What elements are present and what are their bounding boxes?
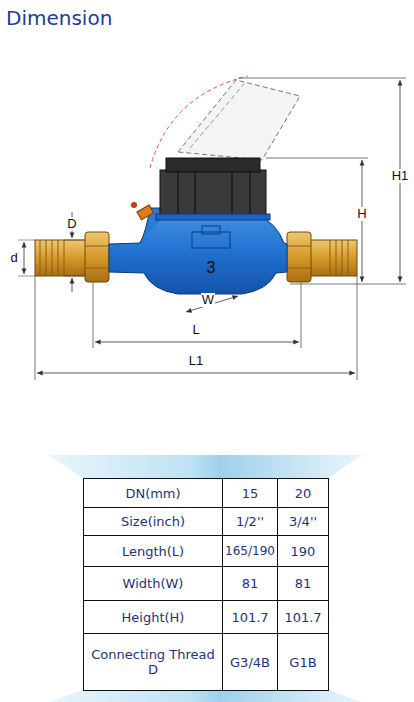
- table-cell: 20: [295, 486, 312, 501]
- dimension-label: D: [66, 217, 77, 231]
- table-cell: 3/4'': [289, 514, 317, 529]
- table-cell-box: 81: [223, 567, 277, 600]
- table-cell-box: 3/4'': [278, 508, 328, 535]
- table-cell: Width(W): [123, 576, 184, 591]
- table-cell-box: Height(H): [84, 601, 222, 633]
- table-cell-box: 101.7: [223, 601, 277, 633]
- table-cell: 1/2'': [236, 514, 264, 529]
- table-cell: DN(mm): [125, 486, 180, 501]
- table-cell: G1B: [289, 655, 316, 670]
- table-cell: 101.7: [231, 610, 268, 625]
- dimension-label: L1: [188, 354, 204, 368]
- table-cell-box: Length(L): [84, 536, 222, 566]
- table-cell: Height(H): [122, 610, 185, 625]
- table-cell: 101.7: [284, 610, 321, 625]
- table-cell-box: 190: [278, 536, 328, 566]
- table-cell: Size(inch): [121, 514, 185, 529]
- table-cell: 190: [291, 544, 316, 559]
- table-cell-box: 101.7: [278, 601, 328, 633]
- table-cell-box: 81: [278, 567, 328, 600]
- table-cell: 15: [242, 486, 259, 501]
- table-cell-box: DN(mm): [84, 479, 222, 507]
- table-cell-box: G3/4B: [223, 634, 277, 690]
- table-cell-box: 1/2'': [223, 508, 277, 535]
- table-cell-box: Connecting Thread D: [84, 634, 222, 690]
- dimension-label: W: [201, 293, 215, 307]
- dimension-label: H: [356, 207, 367, 221]
- table-cell-box: 165/190: [223, 536, 277, 566]
- table-cell-box: G1B: [278, 634, 328, 690]
- table-cell: 81: [295, 576, 312, 591]
- table-cell-box: Size(inch): [84, 508, 222, 535]
- dimension-label: H1: [391, 169, 410, 183]
- table-cell: Connecting Thread D: [87, 647, 219, 677]
- table-cell-box: 15: [223, 479, 277, 507]
- table-cell-box: 20: [278, 479, 328, 507]
- table-cell: 81: [242, 576, 259, 591]
- dimension-label: L: [191, 323, 200, 337]
- table-cell: Length(L): [122, 544, 184, 559]
- table-cell-box: Width(W): [84, 567, 222, 600]
- size-number: 3: [206, 261, 217, 275]
- dimension-label: d: [9, 251, 18, 265]
- table-cell: G3/4B: [230, 655, 270, 670]
- page-title: Dimension: [6, 6, 112, 30]
- table-cell: 165/190: [225, 544, 275, 559]
